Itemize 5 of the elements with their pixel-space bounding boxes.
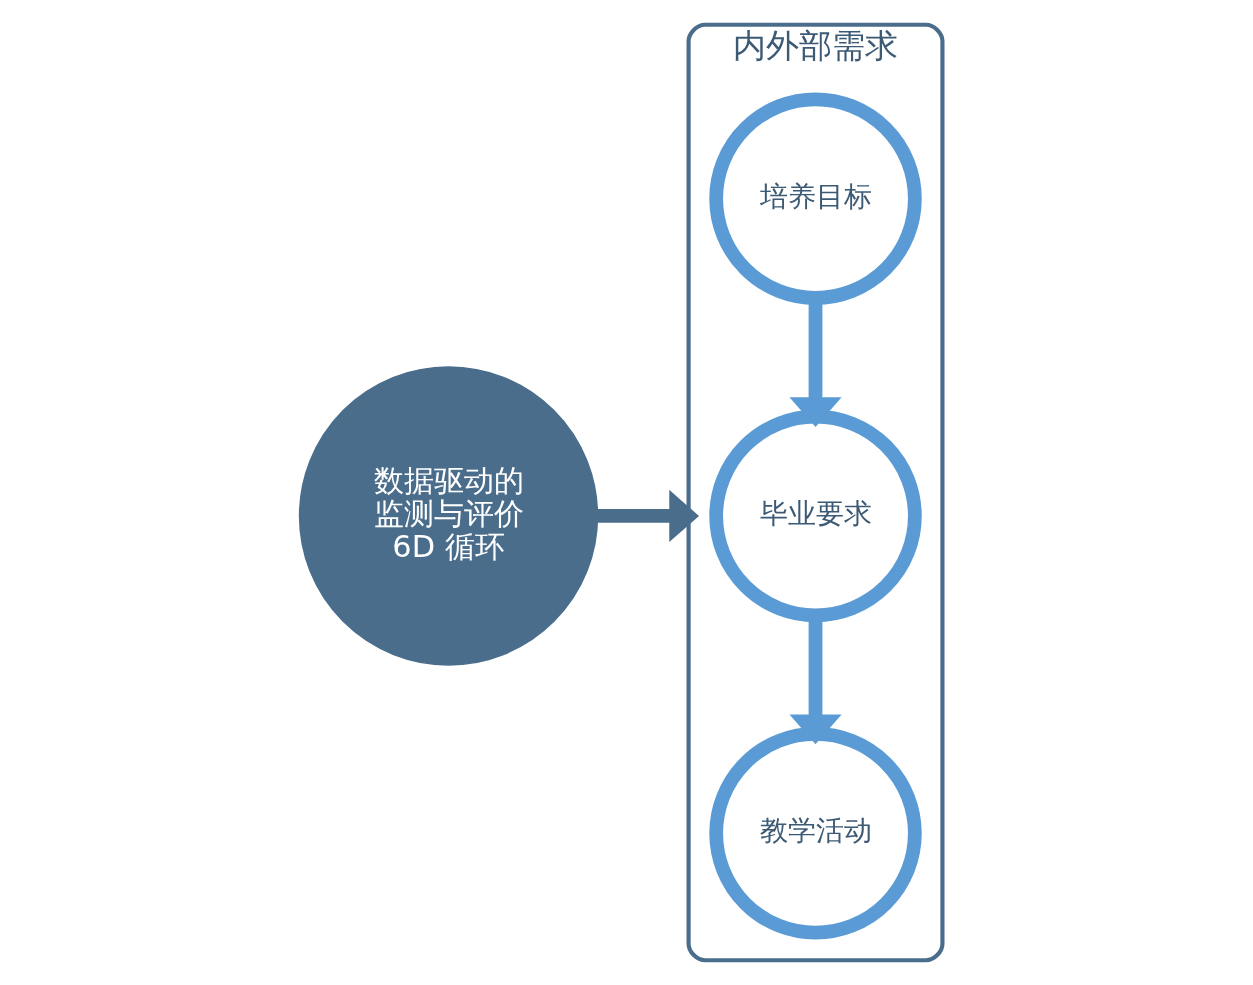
arrow [597,489,700,542]
node-circle: 教学活动 [709,727,922,940]
node-circle: 毕业要求 [709,409,922,623]
node-circle: 培养目标 [709,92,922,305]
node-circle: 数据驱动的监测与评价6D 循环 [298,366,599,666]
